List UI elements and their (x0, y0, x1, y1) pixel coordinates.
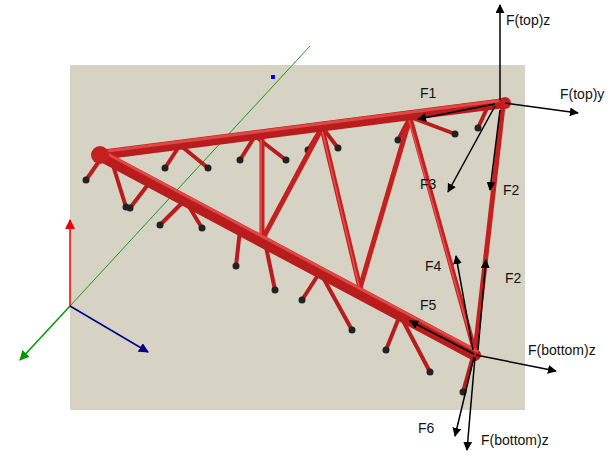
force-label: F1 (420, 85, 436, 101)
force-label: F(bottom)z (528, 342, 596, 358)
force-label: F2 (505, 270, 521, 286)
force-label: F4 (425, 258, 441, 274)
force-label: F5 (420, 297, 436, 313)
axis-z (69, 220, 71, 306)
axis-x (70, 306, 148, 352)
force-label: F(top)y (560, 86, 604, 102)
marker-dot (271, 75, 275, 79)
force-label: F2 (503, 182, 519, 198)
force-label: F3 (420, 176, 436, 192)
force-label: F6 (418, 420, 434, 436)
axis-y (20, 306, 70, 360)
force-label: F(bottom)z (481, 432, 549, 448)
axis-line (70, 46, 310, 306)
force-arrows (410, 5, 578, 450)
force-label: F(top)z (506, 12, 550, 28)
truss (83, 97, 512, 396)
render-ground (70, 65, 525, 410)
